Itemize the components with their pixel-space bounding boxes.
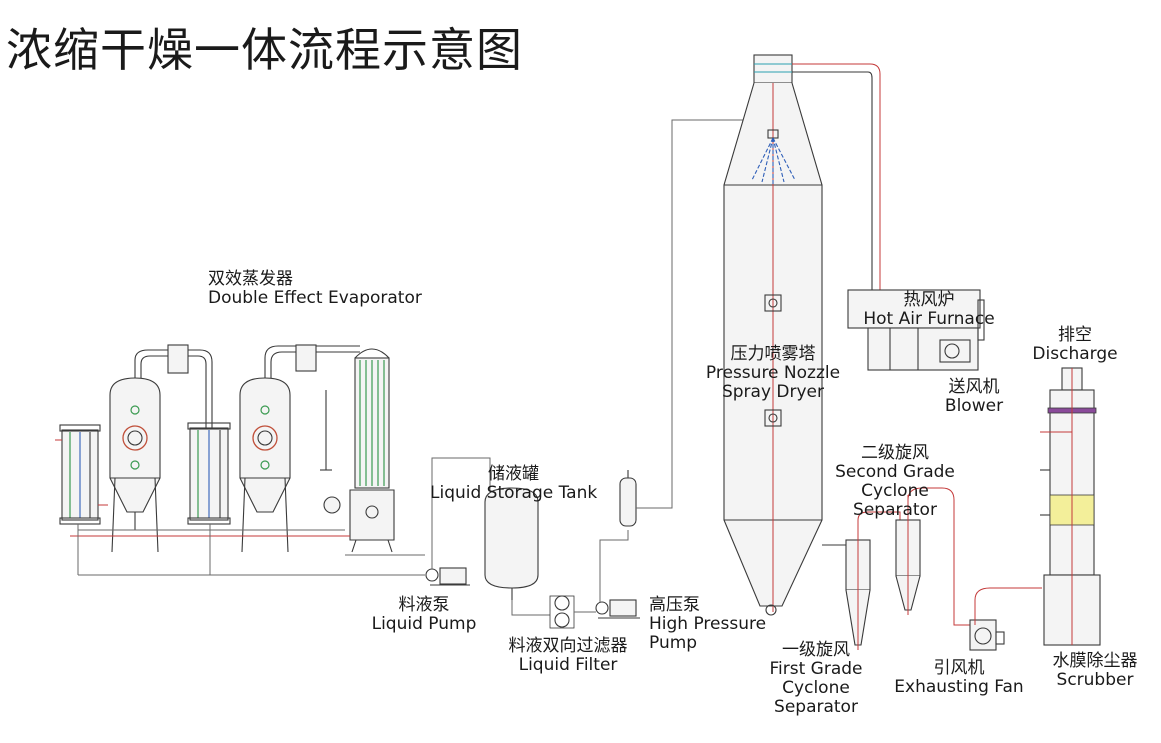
scrubber-label: 水膜除尘器 Scrubber (1040, 651, 1150, 691)
liquid-storage-tank (484, 487, 539, 600)
spray-dryer-label: 压力喷雾塔 Pressure Nozzle Spray Dryer (700, 344, 846, 403)
high-pressure-pump-label-zh: 高压泵 (649, 595, 700, 615)
storage-tank-label-en: Liquid Storage Tank (430, 483, 598, 504)
spray-dryer-label-en2: Spray Dryer (721, 382, 825, 403)
high-pressure-pump (595, 599, 640, 619)
evaporator-label: 双效蒸发器 Double Effect Evaporator (208, 269, 422, 309)
first-cyclone-label-en3: Separator (774, 697, 858, 718)
exhausting-fan-label-en: Exhausting Fan (894, 677, 1024, 698)
evaporator-label-zh: 双效蒸发器 (208, 269, 293, 289)
liquid-filter-label-zh: 料液双向过滤器 (508, 636, 628, 656)
second-cyclone-label-zh: 二级旋风 (861, 443, 929, 463)
evaporator-heater-middle (187, 422, 231, 525)
storage-tank-label: 储液罐 Liquid Storage Tank (430, 464, 598, 504)
exhausting-fan-label-zh: 引风机 (933, 658, 985, 678)
spray-dryer-label-zh: 压力喷雾塔 (730, 344, 816, 364)
storage-tank-label-zh: 储液罐 (488, 464, 539, 484)
evaporator-effect-1 (109, 377, 161, 553)
second-cyclone-label: 二级旋风 Second Grade Cyclone Separator (830, 443, 960, 521)
spray-dryer-label-en1: Pressure Nozzle (705, 363, 841, 384)
liquid-filter (549, 595, 575, 629)
water-film-scrubber (1040, 367, 1101, 646)
diagram-title: 浓缩干燥一体流程示意图 (6, 23, 523, 77)
liquid-pump-label-zh: 料液泵 (398, 595, 450, 615)
evaporator-label-en: Double Effect Evaporator (208, 288, 422, 309)
discharge-label-en: Discharge (1032, 344, 1118, 365)
evaporator-preheater-left (55, 424, 108, 525)
spray-dryer-tower (723, 54, 823, 616)
high-pressure-pump-label-en1: High Pressure (649, 614, 767, 635)
first-cyclone-label: 一级旋风 First Grade Cyclone Separator (756, 640, 876, 718)
second-cyclone-label-en1: Second Grade (835, 462, 955, 483)
scrubber-label-zh: 水膜除尘器 (1052, 651, 1138, 671)
liquid-pump-label: 料液泵 Liquid Pump (364, 595, 484, 635)
liquid-pump-label-en: Liquid Pump (371, 614, 477, 635)
blower (939, 339, 971, 363)
high-pressure-pump-label-en2: Pump (649, 633, 698, 654)
blower-label-zh: 送风机 (948, 377, 1000, 397)
second-cyclone-label-en2: Cyclone (861, 481, 929, 502)
blower-label: 送风机 Blower (936, 377, 1012, 417)
hot-air-furnace-label-zh: 热风炉 (903, 290, 955, 310)
second-cyclone-label-en3: Separator (853, 500, 937, 521)
first-cyclone-label-en1: First Grade (769, 659, 863, 680)
double-effect-evaporator (55, 344, 425, 576)
first-cyclone-separator (845, 530, 871, 650)
first-cyclone-label-zh: 一级旋风 (782, 640, 850, 660)
high-pressure-pump-label: 高压泵 High Pressure Pump (649, 595, 767, 654)
second-cyclone-separator (895, 495, 921, 615)
evaporator-effect-2 (239, 377, 291, 553)
discharge-label: 排空 Discharge (1020, 325, 1130, 365)
exhausting-fan-label: 引风机 Exhausting Fan (884, 658, 1034, 698)
liquid-filter-label-en: Liquid Filter (518, 655, 618, 676)
first-cyclone-label-en2: Cyclone (782, 678, 850, 699)
scrubber-label-en: Scrubber (1056, 670, 1134, 691)
hot-air-furnace-label: 热风炉 Hot Air Furnace (854, 290, 1004, 330)
blower-label-en: Blower (944, 396, 1004, 417)
liquid-filter-label: 料液双向过滤器 Liquid Filter (498, 636, 638, 676)
buffer-tank (619, 470, 637, 527)
evaporator-condenser (320, 348, 395, 553)
discharge-label-zh: 排空 (1058, 325, 1092, 345)
exhausting-fan (969, 619, 1005, 651)
hot-air-furnace-label-en: Hot Air Furnace (863, 309, 995, 330)
liquid-pump (425, 567, 470, 586)
